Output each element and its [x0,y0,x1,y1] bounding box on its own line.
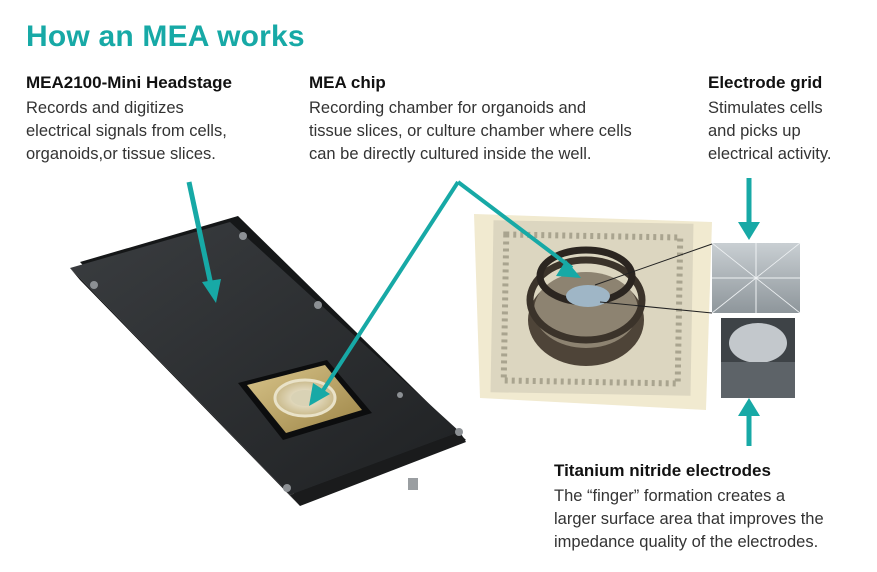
screw-icon [239,232,247,240]
arrow-head-icon [556,260,581,278]
grid-heading: Electrode grid [708,73,823,92]
arrow-head-icon [309,383,330,406]
headstage-heading: MEA2100-Mini Headstage [26,73,232,92]
zoom-line [599,301,713,314]
screw-icon [90,281,98,289]
grid-callout: Electrode grid Stimulates cells and pick… [708,73,873,166]
zoom-line [594,243,713,286]
chip-description: Recording chamber for organoids and tiss… [309,99,632,163]
grid-description: Stimulates cells and picks up electrical… [708,99,832,163]
chip-arrow [309,180,581,406]
tin-heading: Titanium nitride electrodes [554,461,771,480]
tin-arrow [738,398,760,446]
page-title: How an MEA works [26,20,305,53]
headstage-callout: MEA2100-Mini Headstage Records and digit… [26,73,286,166]
arrow-head-icon [738,398,760,416]
headstage-description: Records and digitizes electrical signals… [26,99,227,163]
screw-icon [314,301,322,309]
electrode-grid-image [711,242,801,314]
screw-icon [455,428,463,436]
headstage-device [70,216,466,506]
headstage-arrow [186,181,221,303]
connector-icon [408,478,418,490]
arrow-head-icon [738,222,760,240]
screw-icon [283,484,291,492]
grid-arrow [738,178,760,240]
chip-callout: MEA chip Recording chamber for organoids… [309,73,669,166]
chip-heading: MEA chip [309,73,386,92]
tin-description: The “finger” formation creates a larger … [554,487,824,551]
arrow-head-icon [202,279,221,303]
mea-chip-image [474,214,712,410]
screw-icon [397,392,403,398]
tin-electrode-image [721,318,795,398]
tin-callout: Titanium nitride electrodes The “finger”… [554,461,874,554]
